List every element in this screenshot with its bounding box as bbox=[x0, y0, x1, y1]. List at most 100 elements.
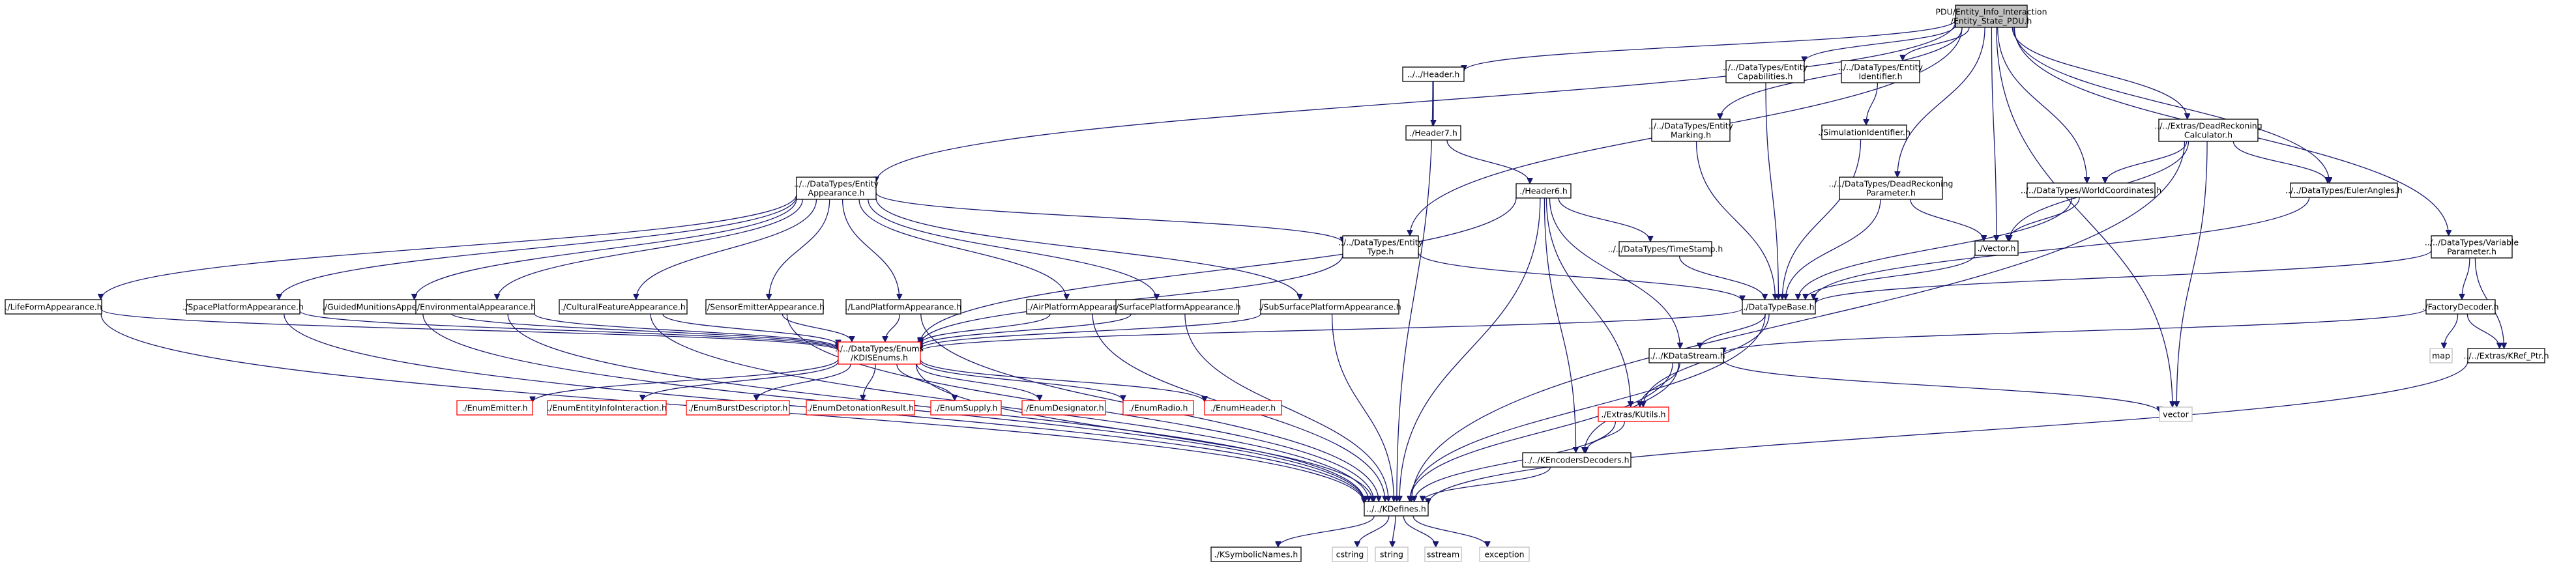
node-box bbox=[796, 177, 877, 200]
appearance-node[interactable]: ./CulturalFeatureAppearance.h bbox=[559, 299, 688, 315]
timestamp-node[interactable]: ../../DataTypes/TimeStamp.h bbox=[1608, 241, 1723, 257]
euler-angles-node[interactable]: ../../DataTypes/EulerAngles.h bbox=[2285, 182, 2403, 198]
include-edge bbox=[1903, 27, 1970, 61]
include-edge bbox=[2232, 141, 2328, 184]
include-edge bbox=[1804, 25, 1956, 63]
node-label: ../../Header.h bbox=[1407, 70, 1460, 79]
enum-node[interactable]: ./EnumDesignator.h bbox=[1021, 400, 1106, 416]
kutils-node[interactable]: ./Extras/KUtils.h bbox=[1598, 406, 1669, 422]
include-edge bbox=[1678, 255, 1765, 300]
root-header-node[interactable]: PDU/Entity_Info_Interaction/Entity_State… bbox=[1936, 5, 2047, 28]
include-edge bbox=[650, 313, 1369, 502]
include-edge bbox=[1397, 81, 1433, 502]
appearance-node[interactable]: ./LandPlatformAppearance.h bbox=[845, 299, 961, 315]
include-edge bbox=[920, 308, 1743, 352]
node-label: ../../DataTypes/Entity bbox=[1338, 238, 1424, 248]
node-label: ../../DataTypes/TimeStamp.h bbox=[1608, 244, 1723, 254]
include-edge bbox=[1813, 197, 2310, 300]
appearance-node[interactable]: ./SensorEmitterAppearance.h bbox=[705, 299, 825, 315]
appearance-node[interactable]: ./SubSurfacePlatformAppearance.h bbox=[1258, 299, 1401, 315]
node-label: ../../DataTypes/Entity bbox=[1723, 63, 1808, 72]
node-box bbox=[1210, 547, 1302, 562]
node-label: ../../DataTypes/Variable bbox=[2425, 238, 2519, 248]
include-edge bbox=[1897, 27, 1985, 177]
node-box bbox=[838, 341, 921, 365]
enum-node[interactable]: ./EnumDetonationResult.h bbox=[806, 400, 915, 416]
node-label: ./EnvironmentalAppearance.h bbox=[415, 302, 536, 312]
include-edge bbox=[1331, 313, 1394, 502]
node-label: ./CulturalFeatureAppearance.h bbox=[561, 302, 686, 312]
include-edge bbox=[920, 313, 1132, 347]
include-edge bbox=[1423, 466, 1551, 502]
kref-ptr-node[interactable]: ../../Extras/KRef_Ptr.h bbox=[2463, 348, 2549, 363]
node-label: ./EnumDetonationResult.h bbox=[807, 403, 914, 413]
header6-node[interactable]: ./Header6.h bbox=[1515, 183, 1572, 199]
node-label: Identifier.h bbox=[1858, 72, 1902, 81]
include-edge bbox=[1446, 139, 1530, 184]
appearance-node[interactable]: ./SpacePlatformAppearance.h bbox=[183, 299, 304, 315]
node-box bbox=[1021, 400, 1106, 416]
include-edge bbox=[1544, 197, 1575, 453]
include-edge bbox=[533, 358, 839, 403]
appearance-node[interactable]: ./EnvironmentalAppearance.h bbox=[415, 299, 536, 315]
kdis-enums-node[interactable]: ../../DataTypes/Enums/KDISEnums.h bbox=[835, 341, 924, 365]
world-coordinates-node[interactable]: ../../DataTypes/WorldCoordinates.h bbox=[2021, 182, 2161, 198]
enum-node[interactable]: ./EnumHeader.h bbox=[1204, 400, 1282, 416]
appearance-node[interactable]: ./SurfacePlatformAppearance.h bbox=[1113, 299, 1241, 315]
node-box bbox=[1725, 60, 1805, 83]
kdefines-node[interactable]: ../../KDefines.h bbox=[1364, 501, 1429, 517]
node-label: ./SimulationIdentifier.h bbox=[1818, 128, 1910, 137]
enum-node[interactable]: ./EnumEmitter.h bbox=[456, 400, 533, 416]
include-edge bbox=[1412, 515, 1487, 548]
kencoders-decoders-node[interactable]: ../../KEncodersDecoders.h bbox=[1522, 452, 1632, 468]
node-box bbox=[1115, 299, 1239, 315]
node-box bbox=[2431, 235, 2513, 259]
enum-node[interactable]: ./EnumRadio.h bbox=[1122, 400, 1194, 416]
node-box bbox=[2429, 348, 2453, 363]
include-edge bbox=[858, 199, 1066, 300]
node-box bbox=[1841, 60, 1920, 83]
include-edge bbox=[1357, 515, 1390, 548]
simulation-identifier-node[interactable]: ./SimulationIdentifier.h bbox=[1818, 124, 1910, 140]
include-edge bbox=[1410, 313, 1766, 502]
node-box bbox=[1479, 547, 1530, 562]
enum-node[interactable]: ./EnumSupply.h bbox=[930, 400, 1002, 416]
node-label: ../../DataTypes/Entity bbox=[1838, 63, 1924, 72]
node-label: ./AirPlatformAppearance.h bbox=[1027, 302, 1135, 312]
appearance-node[interactable]: ./AirPlatformAppearance.h bbox=[1026, 299, 1137, 315]
node-label: ./SurfacePlatformAppearance.h bbox=[1113, 302, 1240, 312]
node-label: ./DataTypeBase.h bbox=[1743, 302, 1814, 312]
node-label: string bbox=[1380, 550, 1403, 560]
include-edge bbox=[868, 199, 1157, 300]
header-node[interactable]: ../../Header.h bbox=[1402, 66, 1465, 82]
vector-header-node[interactable]: ./Vector.h bbox=[1974, 240, 2019, 256]
dependency-node[interactable]: ./KSymbolicNames.h bbox=[1210, 547, 1302, 562]
include-edge bbox=[1414, 421, 1617, 502]
include-edge bbox=[769, 199, 830, 300]
appearance-node[interactable]: ./LifeFormAppearance.h bbox=[5, 299, 102, 315]
include-edge bbox=[920, 313, 1051, 344]
factory-decoder-node[interactable]: ./FactoryDecoder.h bbox=[2422, 299, 2499, 315]
datatypebase-node[interactable]: ./DataTypeBase.h bbox=[1742, 299, 1816, 315]
enum-node[interactable]: ./EnumEntityInfoInteraction.h bbox=[547, 400, 667, 416]
kdatastream-node[interactable]: ../../KDataStream.h bbox=[1647, 348, 1725, 363]
enum-node[interactable]: ./EnumBurstDescriptor.h bbox=[686, 400, 790, 416]
node-box bbox=[559, 299, 688, 315]
node-box bbox=[845, 299, 961, 315]
node-label: ../../DataTypes/EulerAngles.h bbox=[2285, 186, 2403, 195]
include-edge bbox=[1392, 515, 1396, 547]
node-label: Calculator.h bbox=[2184, 130, 2232, 140]
node-box bbox=[1424, 547, 1462, 562]
node-label: ../../DataTypes/Entity bbox=[794, 179, 879, 189]
header7-node[interactable]: ./Header7.h bbox=[1405, 125, 1461, 141]
node-box bbox=[2158, 119, 2259, 142]
node-box bbox=[1651, 119, 1731, 142]
